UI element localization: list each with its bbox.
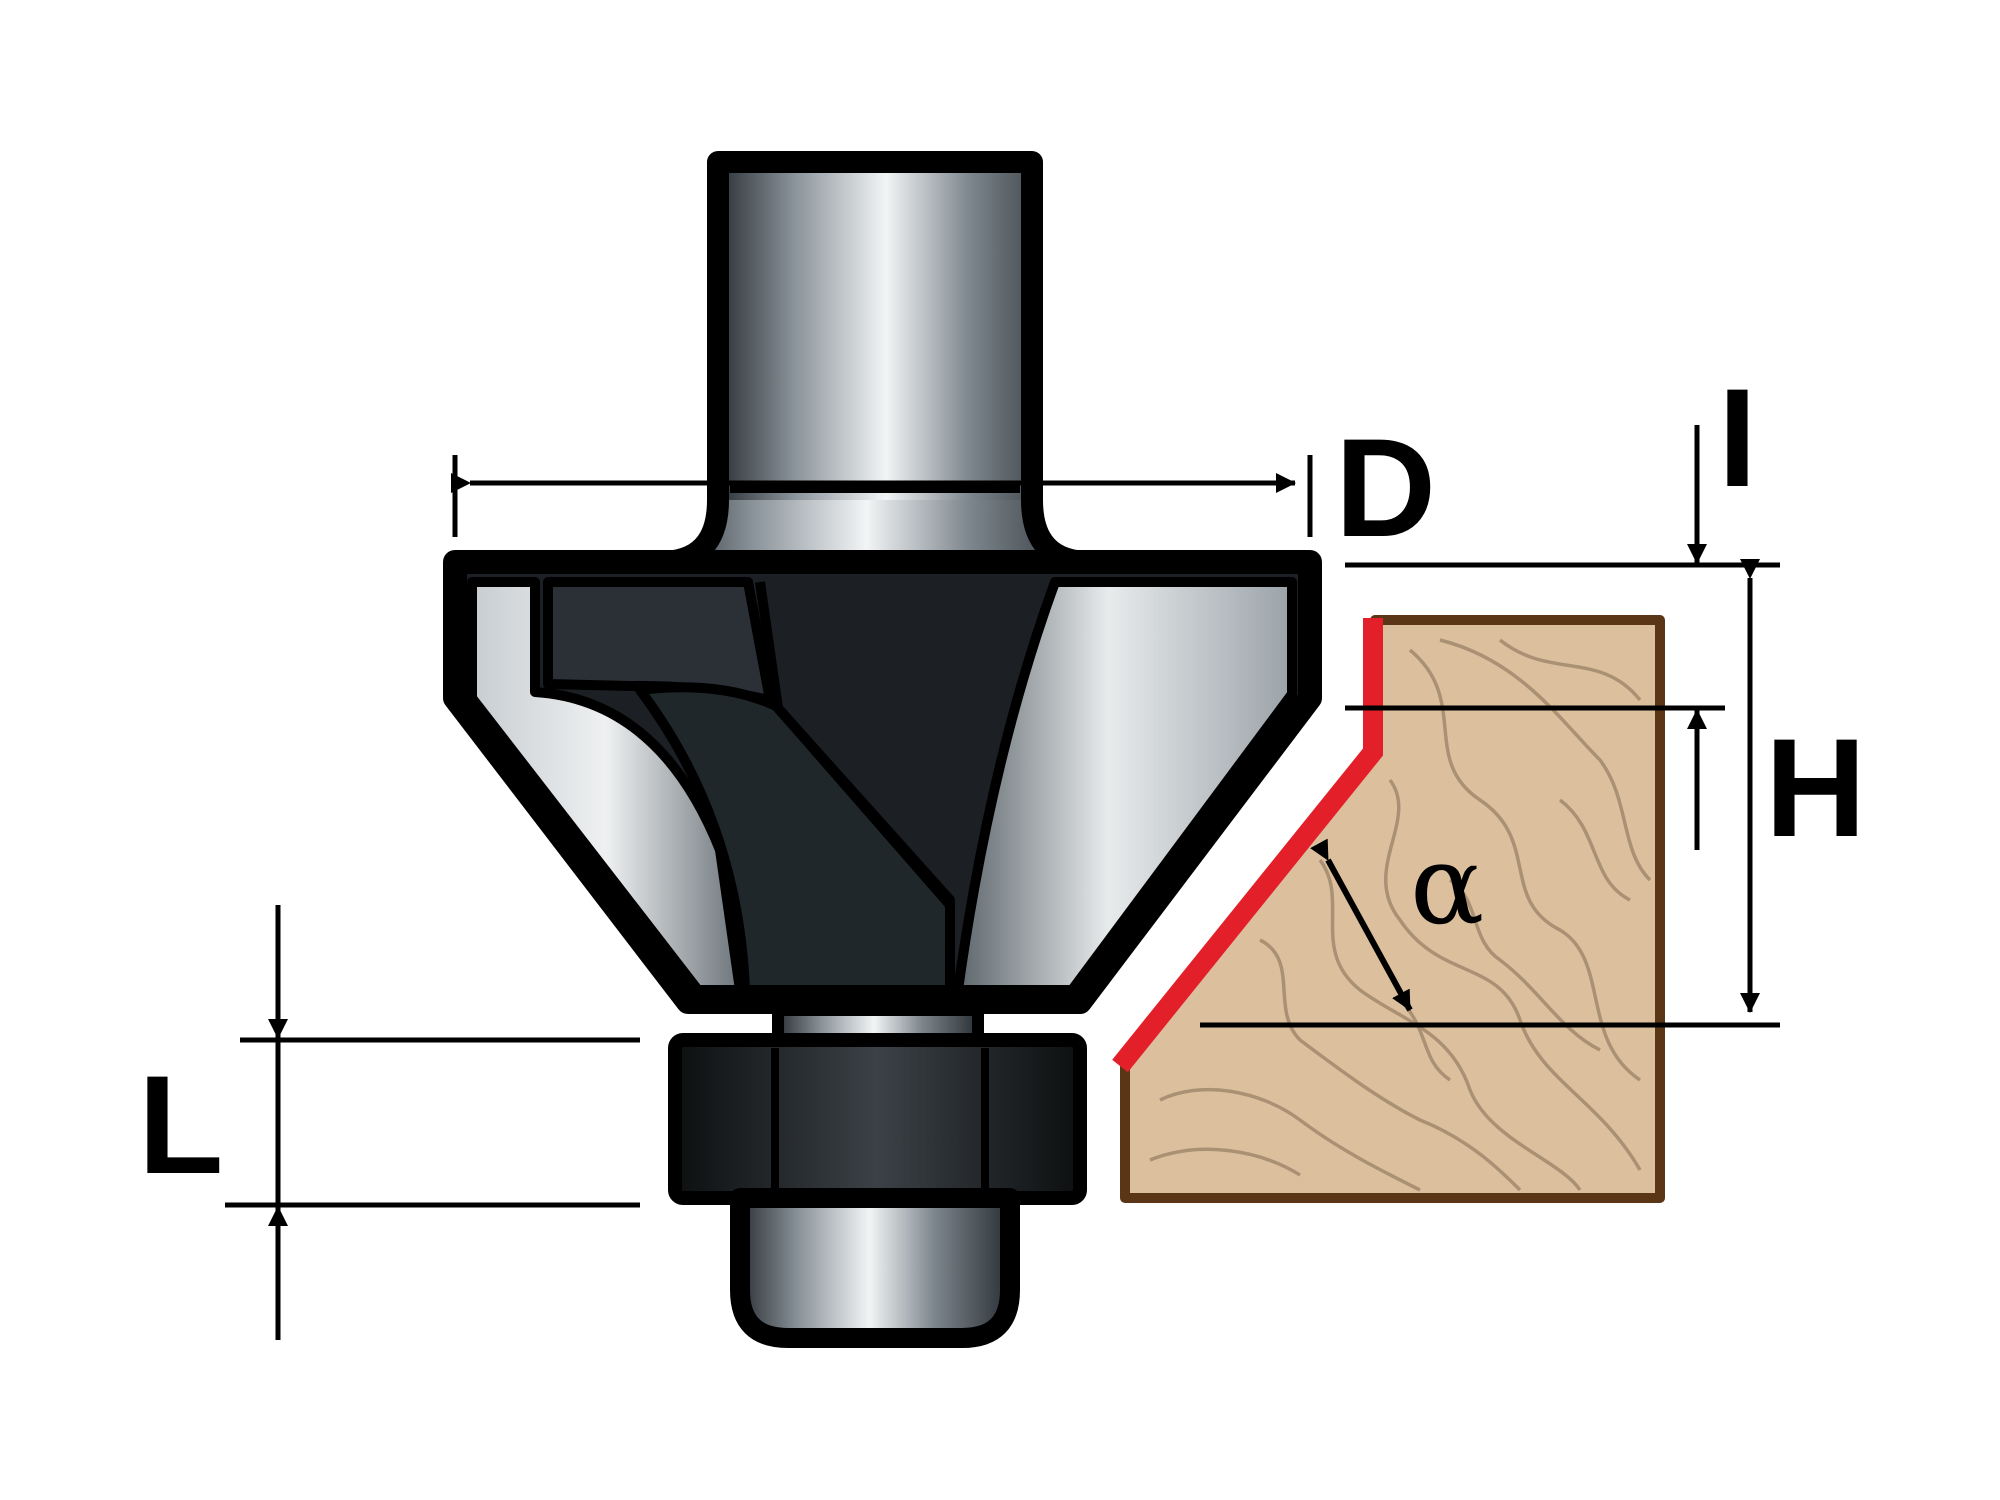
bearing	[668, 1033, 1087, 1205]
height-label: H	[1765, 709, 1867, 866]
cutting-edge-line	[755, 581, 954, 909]
router-bit	[443, 151, 1322, 1348]
cutter-right-face	[953, 577, 1297, 995]
pilot-tip	[730, 1188, 1020, 1348]
angle-arrow	[1310, 838, 1413, 1012]
angle-label: α	[1410, 821, 1485, 949]
bearing-length-label: L	[138, 1046, 224, 1203]
dimension-lines	[225, 425, 1780, 1340]
diameter-label: D	[1335, 409, 1437, 566]
cut-profile	[1112, 618, 1383, 1073]
cutting-wing-lower	[635, 682, 955, 995]
cutting-wing-upper	[543, 577, 775, 705]
top-offset-label: I	[1718, 359, 1757, 516]
